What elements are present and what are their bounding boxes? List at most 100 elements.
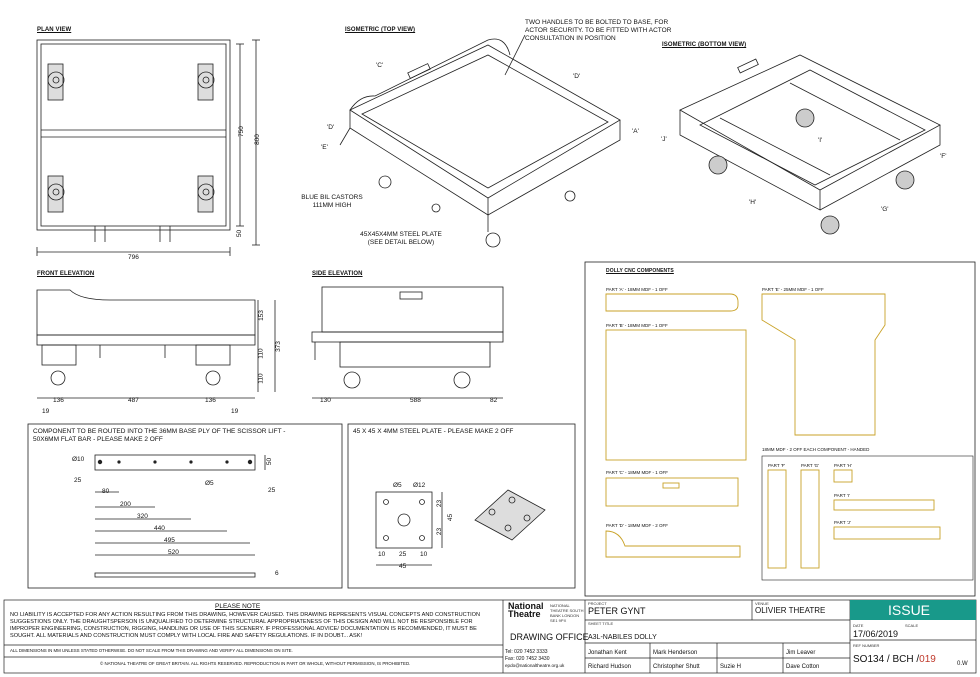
nt-logo: National Theatre bbox=[508, 601, 544, 620]
cnc-title: DOLLY CNC COMPONENTS bbox=[606, 268, 674, 274]
iso-label-j: 'J' bbox=[661, 136, 667, 143]
cnc-part-e-label: PART 'E' - 25MM MDF - 1 OFF bbox=[762, 287, 824, 292]
project-label: PROJECT bbox=[588, 601, 607, 606]
dim-plan-50: 50 bbox=[236, 229, 244, 238]
dim-bar-6: 6 bbox=[275, 570, 279, 577]
dim-bar-25b: 25 bbox=[268, 487, 276, 494]
dim-front-136b: 136 bbox=[205, 397, 216, 404]
dim-bar-440: 440 bbox=[154, 525, 165, 532]
dim-plate-10b: 10 bbox=[420, 551, 428, 558]
cnc-part-c-label: PART 'C' - 18MM MDF - 1 OFF bbox=[606, 470, 668, 475]
person-5: Christopher Shutt bbox=[653, 664, 700, 670]
dim-plate-25: 25 bbox=[399, 551, 407, 558]
iso-label-c: 'C' bbox=[376, 62, 384, 69]
sheet-label: SHEET TITLE bbox=[588, 621, 614, 626]
dim-front-19a: 19 bbox=[42, 408, 50, 415]
cnc-part-d-label: PART 'D' - 18MM MDF - 2 OFF bbox=[606, 523, 668, 528]
dim-bar-320: 320 bbox=[137, 513, 148, 520]
drawing-office: DRAWING OFFICE bbox=[510, 632, 589, 642]
dim-front-153: 153 bbox=[257, 310, 265, 321]
dim-bar-80: 80 bbox=[102, 488, 110, 495]
iso-label-i: 'I' bbox=[818, 137, 823, 144]
dims-note: ALL DIMENSIONS IN MM UNLESS STATED OTHER… bbox=[10, 648, 293, 653]
person-6: Suzie H bbox=[720, 664, 742, 670]
iso-label-d-2: 'D' bbox=[327, 124, 335, 131]
project-name: PETER GYNT bbox=[588, 606, 646, 616]
issue-date: 17/06/2019 bbox=[853, 629, 899, 639]
tel: Tel: 020 7452 3333 bbox=[505, 649, 548, 655]
iso-label-f: 'F' bbox=[940, 153, 947, 160]
dim-plate-23a: 23 bbox=[436, 499, 444, 508]
iso-top-drawing bbox=[339, 34, 621, 248]
please-note: PLEASE NOTE bbox=[215, 603, 261, 610]
titleblock-lines bbox=[3, 599, 977, 674]
dim-plate-dia12: Ø12 bbox=[413, 482, 426, 489]
person-3: Jim Leaver bbox=[786, 650, 816, 656]
dim-bar-200: 200 bbox=[120, 501, 131, 508]
dim-front-136a: 136 bbox=[53, 397, 64, 404]
cnc-part-f-label: PART 'F' bbox=[768, 463, 786, 468]
iso-label-d-1: 'D' bbox=[573, 73, 581, 80]
nt-address: NATIONAL THEATRE SOUTH BANK LONDON SE1 9… bbox=[550, 603, 584, 623]
dim-side-82: 82 bbox=[490, 397, 498, 404]
ref-label: REF NUMBER bbox=[853, 643, 880, 648]
steel-plate-title: 45 X 45 X 4MM STEEL PLATE - PLEASE MAKE … bbox=[353, 428, 514, 435]
person-4: Richard Hudson bbox=[588, 664, 632, 670]
dim-front-487: 487 bbox=[128, 397, 139, 404]
iso-bottom-drawing bbox=[679, 54, 941, 235]
flat-bar-title: COMPONENT TO BE ROUTED INTO THE 36MM BAS… bbox=[33, 428, 286, 443]
venue-name: OLIVIER THEATRE bbox=[755, 606, 826, 615]
iso-bottom-title: ISOMETRIC (BOTTOM VIEW) bbox=[662, 42, 747, 48]
dim-bar-495: 495 bbox=[164, 537, 175, 544]
iso-label-h: 'H' bbox=[749, 199, 757, 206]
ref-number: SO134 / BCH /019 bbox=[853, 654, 936, 665]
cnc-part-i-label: PART 'I' bbox=[834, 493, 850, 498]
dim-bar-520: 520 bbox=[168, 549, 179, 556]
dim-front-373: 373 bbox=[274, 341, 282, 352]
issue-label: ISSUE bbox=[888, 602, 931, 618]
dim-bar-50: 50 bbox=[266, 457, 274, 466]
date-label: DATE bbox=[853, 623, 864, 628]
disclaimer: NO LIABILITY IS ACCEPTED FOR ANY ACTION … bbox=[10, 612, 481, 639]
dim-plate-10a: 10 bbox=[378, 551, 386, 558]
ref-sequence: 019 bbox=[919, 654, 936, 665]
side-elevation-title: SIDE ELEVATION bbox=[312, 271, 363, 277]
dim-plate-45v: 45 bbox=[447, 513, 455, 522]
cnc-part-j-label: PART 'J' bbox=[834, 520, 851, 525]
cnc-handed-label: 18MM MDF - 2 OFF EACH COMPONENT - HANDED bbox=[762, 447, 870, 452]
iso-top-title: ISOMETRIC (TOP VIEW) bbox=[345, 27, 416, 33]
dim-plate-dia5: Ø5 bbox=[393, 482, 402, 489]
cnc-part-h-label: PART 'H' bbox=[834, 463, 852, 468]
dim-plan-750: 750 bbox=[237, 126, 245, 137]
revision: 0.W bbox=[957, 661, 968, 667]
copyright: © NATIONAL THEATRE OF GREAT BRITAIN. ALL… bbox=[100, 661, 411, 666]
dim-bar-dia5: Ø5 bbox=[205, 480, 214, 487]
flat-bar-drawing bbox=[94, 454, 266, 578]
dim-plate-45h: 45 bbox=[399, 563, 407, 570]
dim-plan-width: 796 bbox=[128, 254, 139, 261]
dim-plan-800: 800 bbox=[253, 134, 261, 145]
cnc-part-g-label: PART 'G' bbox=[801, 463, 819, 468]
steel-plate-drawing bbox=[375, 489, 546, 566]
person-2: Mark Henderson bbox=[653, 650, 698, 656]
venue-label: VENUE bbox=[755, 601, 769, 606]
dim-plate-23b: 23 bbox=[436, 527, 444, 536]
plate-note: 45X45X4MM STEEL PLATE (SEE DETAIL BELOW) bbox=[360, 231, 442, 246]
iso-label-g: 'G' bbox=[881, 206, 889, 213]
dim-bar-dia10: Ø10 bbox=[72, 456, 85, 463]
dim-front-19b: 19 bbox=[231, 408, 239, 415]
cnc-parts-drawing bbox=[605, 293, 941, 569]
iso-label-e: 'E' bbox=[321, 144, 328, 151]
dim-front-110b: 110 bbox=[257, 373, 265, 384]
handles-note: TWO HANDLES TO BE BOLTED TO BASE, FOR AC… bbox=[525, 19, 672, 42]
dim-bar-25a: 25 bbox=[74, 477, 82, 484]
castors-note: BLUE BIL CASTORS 111MM HIGH bbox=[301, 194, 363, 209]
email: epdo@nationaltheatre.org.uk bbox=[505, 663, 565, 668]
side-elevation-drawing bbox=[311, 286, 504, 399]
person-7: Dave Cotton bbox=[786, 664, 820, 670]
person-1: Jonathan Kent bbox=[588, 650, 627, 656]
dim-front-110a: 110 bbox=[257, 348, 265, 359]
sheet-title: A3L-NABILES DOLLY bbox=[588, 634, 657, 641]
cnc-part-a-label: PART 'A' - 18MM MDF - 1 OFF bbox=[606, 287, 668, 292]
